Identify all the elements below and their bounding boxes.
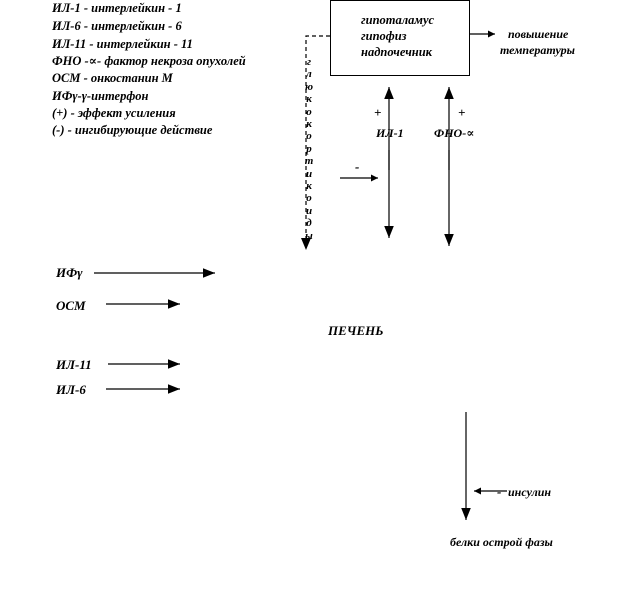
minus-sign-glucocorticoids: - [355, 159, 360, 174]
vertical-label-letter: о [306, 130, 312, 143]
glucocorticoids-arrowhead [301, 238, 311, 250]
plus-sign-il1: + [374, 105, 382, 120]
vertical-label-letter: д [306, 217, 312, 230]
box-line-hypothalamus: гипоталамус [361, 13, 435, 27]
box-line-pituitary: гипофиз [361, 29, 407, 43]
vertical-label-letter: к [306, 118, 312, 131]
vertical-label-letter: о [306, 105, 312, 118]
vertical-label-letter: и [305, 167, 313, 180]
fever-label-line2: температуры [500, 43, 575, 57]
il1-label: ИЛ-1 [376, 126, 404, 140]
vertical-label-letter: к [306, 93, 312, 106]
fever-label-line1: повышение [508, 27, 569, 41]
vertical-label-letter: р [306, 142, 312, 155]
legend-item-il6: ИЛ-6 - интерлейкин - 6 [52, 19, 182, 33]
input-label-osm: ОСМ [56, 298, 86, 313]
legend-item-il1: ИЛ-1 - интерлейкин - 1 [52, 1, 182, 15]
arrow-box-glucocorticoids [305, 35, 330, 250]
acute-phase-proteins-label: белки острой фазы [450, 535, 553, 549]
legend-item-ifn: ИФγ-γ-интерфон [52, 89, 149, 103]
legend-item-osm: ОСМ - онкостанин М [52, 71, 173, 85]
vertical-label-letter: т [304, 155, 314, 168]
input-label-il11: ИЛ-11 [56, 357, 92, 372]
hypothalamus-pituitary-adrenal-box: гипоталамус гипофиз надпочечник [330, 0, 470, 76]
legend-item-minus: (-) - ингибирующие действие [52, 123, 213, 137]
legend-item-plus: (+) - эффект усиления [52, 106, 176, 120]
liver-label: ПЕЧЕНЬ [328, 323, 384, 338]
input-label-il6: ИЛ-6 [56, 382, 86, 397]
legend-item-il11: ИЛ-11 - интерлейкин - 11 [52, 37, 193, 51]
legend-item-tnf: ФНО -∝- фактор некроза опухолей [52, 54, 246, 68]
insulin-label: инсулин [508, 485, 552, 499]
vertical-label-letter: ы [305, 229, 313, 242]
input-label-ifn: ИФγ [56, 265, 83, 280]
vertical-label-letter: о [306, 192, 312, 205]
plus-sign-tnf: + [458, 105, 466, 120]
vertical-label-letter: к [306, 180, 312, 193]
vertical-label-letter: г [306, 56, 312, 68]
tnf-label: ФНО-∝ [434, 126, 475, 140]
vertical-label-letter: л [306, 68, 312, 81]
vertical-label-letter: и [305, 204, 313, 217]
box-line-adrenal: надпочечник [361, 45, 433, 59]
vertical-label-letter: ю [304, 80, 314, 93]
